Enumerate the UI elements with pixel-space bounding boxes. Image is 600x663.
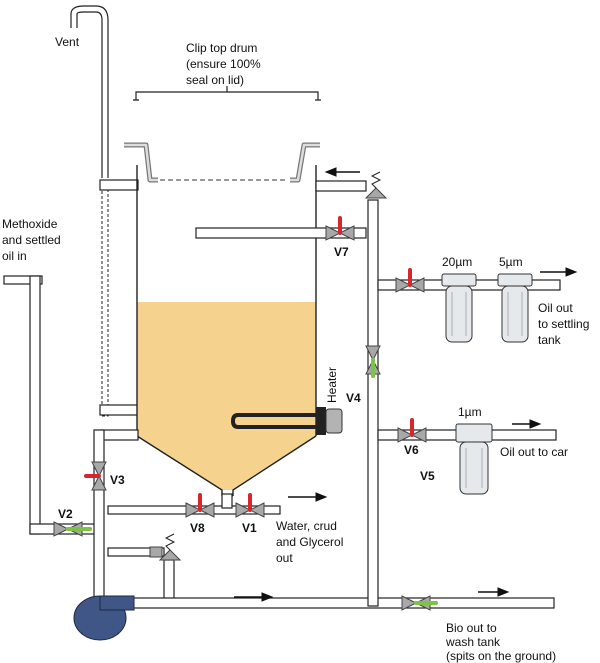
liquid-fill [137, 302, 316, 490]
valve-v7[interactable] [325, 216, 355, 241]
bio-label-3: (spits on the ground) [446, 649, 556, 663]
lid-clips [124, 142, 320, 183]
valve-bio-out[interactable] [401, 595, 438, 611]
valve-label-v8: V8 [190, 521, 205, 535]
filter-20um-label: 20µm [442, 255, 472, 269]
circulation-pump [73, 595, 135, 641]
valve-v4[interactable] [365, 345, 381, 378]
methoxide-feed-pipe [3, 275, 101, 535]
v3-line [93, 429, 139, 607]
methoxide-label-1: Methoxide [2, 217, 58, 231]
valve-label-v7: V7 [334, 245, 349, 259]
valve-v6[interactable] [397, 418, 427, 443]
valve-label-v4: V4 [346, 391, 361, 405]
arrow-return-left [324, 167, 360, 177]
clip-top-label-2: (ensure 100% [186, 57, 261, 71]
vent-label: Vent [55, 35, 80, 49]
arrow-pump-flow [234, 592, 274, 602]
process-tank [136, 165, 317, 497]
bio-label-2: wash tank [445, 635, 501, 649]
filter-20um [441, 273, 477, 343]
bio-label-1: Bio out to [446, 621, 497, 635]
valve-label-v1: V1 [242, 521, 257, 535]
methoxide-label-2: and settled [2, 233, 61, 247]
vent-pipe [70, 5, 139, 417]
water-label-2: and Glycerol [276, 535, 343, 549]
valve-label-v6: V6 [404, 443, 419, 457]
water-label-3: out [276, 551, 293, 565]
oil-car-label: Oil out to car [500, 445, 568, 459]
arrow-bio-out [478, 587, 510, 597]
valve-v2[interactable] [53, 521, 92, 537]
valve-v3[interactable] [84, 461, 107, 491]
filter-1um [455, 423, 493, 495]
clip-top-label-3: seal on lid) [186, 73, 244, 87]
clip-top-bracket [133, 86, 321, 101]
check-valve-top [364, 171, 388, 199]
filter-5um [497, 273, 533, 343]
arrow-oil-settle [540, 267, 578, 277]
valve-top-filter[interactable] [395, 268, 425, 293]
arrow-oil-car [512, 419, 542, 429]
valve-label-v5: V5 [420, 469, 435, 483]
valve-label-v3: V3 [110, 473, 125, 487]
heater-label: Heater [325, 367, 339, 403]
check-valve-pump [149, 533, 182, 561]
valve-label-v2: V2 [58, 507, 73, 521]
oil-settle-label-1: Oil out [538, 301, 573, 315]
water-label-1: Water, crud [276, 519, 337, 533]
flow-arrows [234, 167, 578, 602]
arrow-drain [288, 492, 328, 502]
valve-v1[interactable] [235, 493, 265, 518]
oil-settle-label-3: tank [538, 333, 562, 347]
filter-1um-label: 1µm [458, 405, 482, 419]
oil-settle-label-2: to settling [538, 317, 589, 331]
filter-5um-label: 5µm [499, 255, 523, 269]
methoxide-label-3: oil in [2, 249, 27, 263]
valve-v8[interactable] [185, 493, 215, 518]
heater [230, 407, 343, 435]
clip-top-label-1: Clip top drum [186, 41, 257, 55]
